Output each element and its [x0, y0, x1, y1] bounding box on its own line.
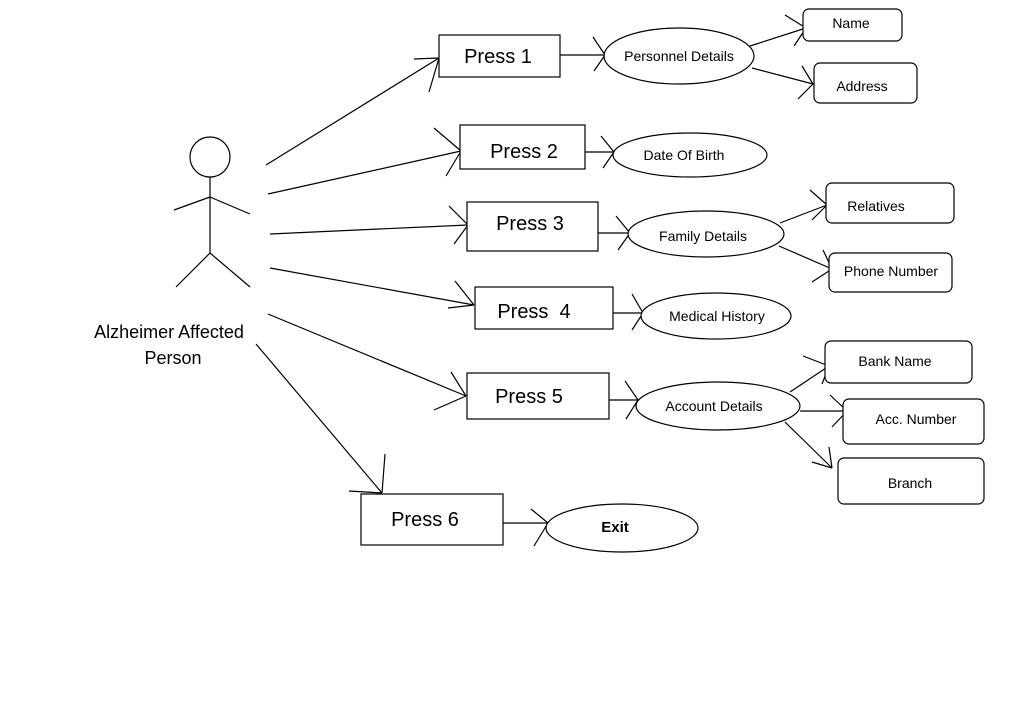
press-2-label: Press 2	[490, 141, 558, 163]
connector-actor-press-1	[265, 57, 440, 166]
acc-number-label: Acc. Number	[876, 411, 957, 427]
press-6-box	[360, 493, 504, 546]
press-5-label: Press 5	[495, 386, 563, 408]
use-case-date-of-birth: Date Of Birth	[612, 132, 768, 178]
date-of-birth-label: Date Of Birth	[644, 147, 725, 163]
press-6-label: Press 6	[391, 509, 459, 531]
date-of-birth-ellipse	[612, 132, 768, 178]
use-case-exit: Exit	[545, 503, 699, 553]
actor-head	[189, 136, 231, 178]
actor-label-line2: Person	[144, 348, 201, 368]
personnel-details-label: Personnel Details	[624, 48, 734, 64]
connector-actor-press-5	[267, 313, 467, 397]
family-details-label: Family Details	[659, 228, 747, 244]
connector-family-relatives	[779, 204, 828, 224]
relatives-box	[825, 182, 955, 224]
address-label: Address	[836, 78, 887, 94]
detail-phone-number: Phone Number	[828, 252, 953, 293]
use-case-account-details: Account Details	[635, 381, 801, 431]
press-5-box	[466, 372, 610, 420]
connector-family-phone	[778, 245, 833, 270]
actor-connectors	[255, 57, 475, 494]
personnel-details-ellipse	[603, 27, 755, 85]
detail-connectors	[749, 14, 848, 469]
medical-history-label: Medical History	[669, 308, 765, 324]
connector-account-branch	[784, 421, 833, 469]
name-label: Name	[832, 15, 870, 31]
actor-figure	[173, 136, 251, 288]
press-4-box	[474, 286, 614, 330]
actor-leg-left	[175, 252, 211, 288]
relatives-label: Relatives	[847, 198, 905, 214]
phone-number-label: Phone Number	[844, 263, 939, 279]
address-box	[813, 62, 918, 104]
acc-number-box	[842, 398, 985, 445]
connector-actor-press-6	[255, 343, 383, 494]
press-4-label: Press 4	[497, 301, 570, 323]
press-3-box	[466, 201, 599, 252]
connector-actor-press-2	[267, 150, 462, 195]
use-case-family-details: Family Details	[627, 210, 785, 258]
press-2-box	[459, 124, 586, 170]
press-6-node: Press 6	[360, 493, 504, 546]
connector-personnel-name	[749, 27, 807, 47]
actor-arm-left	[173, 196, 211, 211]
press-1-label: Press 1	[464, 46, 532, 68]
connector-actor-press-3	[269, 224, 469, 235]
press-4-node: Press 4	[474, 286, 614, 330]
use-case-personnel-details: Personnel Details	[603, 27, 755, 85]
use-case-medical-history: Medical History	[640, 292, 792, 340]
press-1-box	[438, 34, 561, 78]
branch-label: Branch	[888, 475, 932, 491]
detail-name: Name	[802, 8, 903, 42]
press-3-node: Press 3	[466, 201, 599, 252]
exit-label: Exit	[601, 519, 629, 536]
press-connectors	[503, 36, 644, 547]
connector-actor-press-4	[269, 267, 475, 306]
bank-name-label: Bank Name	[858, 353, 931, 369]
detail-address: Address	[813, 62, 918, 104]
actor-leg-right	[209, 252, 251, 288]
press-2-node: Press 2	[459, 124, 586, 170]
actor-arm-right	[209, 196, 251, 215]
detail-acc-number: Acc. Number	[842, 398, 985, 445]
detail-branch: Branch	[837, 457, 985, 505]
bank-name-box	[824, 340, 973, 384]
detail-bank-name: Bank Name	[824, 340, 973, 384]
name-box	[802, 8, 903, 42]
medical-history-ellipse	[640, 292, 792, 340]
press-5-node: Press 5	[466, 372, 610, 420]
account-details-label: Account Details	[665, 398, 762, 414]
detail-relatives: Relatives	[825, 182, 955, 224]
press-3-label: Press 3	[496, 213, 564, 235]
phone-number-box	[828, 252, 953, 293]
press-1-node: Press 1	[438, 34, 561, 78]
account-details-ellipse	[635, 381, 801, 431]
family-details-ellipse	[627, 210, 785, 258]
connector-personnel-address	[751, 67, 814, 85]
branch-box	[837, 457, 985, 505]
actor-label-line1: Alzheimer Affected	[94, 322, 244, 342]
exit-ellipse	[545, 503, 699, 553]
connector-account-bank	[789, 365, 830, 393]
